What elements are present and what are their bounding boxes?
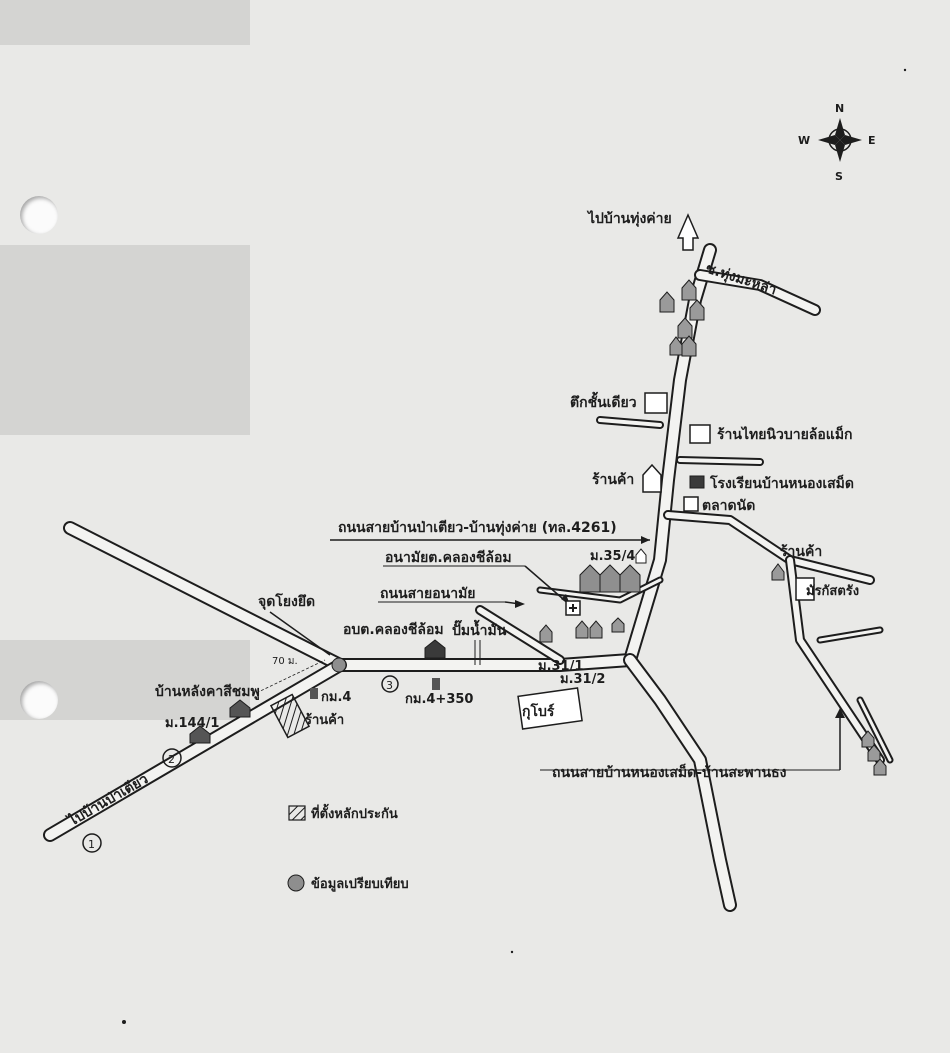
label-ran-kha-2: ร้านค้า xyxy=(780,544,822,560)
houses-east-icon xyxy=(861,730,887,776)
compass-s: S xyxy=(835,170,843,183)
shop-2-icon xyxy=(771,563,785,581)
ghost-strip-middle xyxy=(0,245,250,435)
legend-comparable-swatch xyxy=(287,874,305,892)
circle-3-text: 3 xyxy=(386,679,393,692)
label-to-thung-kha: ไปบ้านทุ่งค่าย xyxy=(586,209,672,227)
house-144-icon xyxy=(189,725,211,744)
legend-collateral-label: ที่ตั้งหลักประกัน xyxy=(311,803,398,822)
market-box xyxy=(683,496,699,512)
health-center-icon xyxy=(565,600,581,616)
label-pump: ปั๊มน้ำมัน xyxy=(452,619,507,639)
label-m-144-1: ม.144/1 xyxy=(165,716,219,731)
circle-2-text: 2 xyxy=(168,753,175,766)
label-dist-70: 70 ม. xyxy=(272,656,298,667)
houses-m35-icon xyxy=(579,548,647,593)
house-pink-icon xyxy=(229,699,251,718)
label-road-4261: ถนนสายบ้านป่าเตียว-บ้านทุ่งค่าย (ทล.4261… xyxy=(338,520,617,536)
collateral-plot xyxy=(269,693,311,739)
label-m-31-1: ม.31/1 xyxy=(538,659,583,674)
label-ban-lang: บ้านหลังคาสีชมพู xyxy=(155,684,260,700)
label-masjid: มัรกัสตรัง xyxy=(806,584,859,599)
mosque-box xyxy=(795,577,815,601)
compass-w: W xyxy=(798,134,810,147)
circle-1-text: 1 xyxy=(88,838,95,851)
marker-1-icon xyxy=(82,833,102,853)
legend-comparable-label: ข้อมูลเปรียบเทียบ xyxy=(311,876,409,892)
house-cluster-icon xyxy=(659,279,705,357)
label-ran-thai-niw: ร้านไทยนิวบายล้อแม็ก xyxy=(717,425,853,443)
punch-hole-bottom xyxy=(20,681,58,719)
compass-icon xyxy=(818,118,862,162)
label-kubo: กุโบร์ xyxy=(522,702,555,720)
km4-post-icon xyxy=(310,688,318,699)
reference-point-marker xyxy=(331,657,347,673)
label-road-ban-nong: ถนนสายบ้านหนองเสม็ด-บ้านสะพานธง xyxy=(552,763,787,781)
compass-n: N xyxy=(835,102,844,115)
arrow-jud-yong-yot xyxy=(269,611,331,656)
building-thai-niw xyxy=(689,424,711,444)
label-road-anamai: ถนนสายอนามัย xyxy=(380,586,476,602)
houses-m31-icon xyxy=(539,617,625,643)
label-ran-kha-3: ร้านค้า xyxy=(305,712,344,728)
building-tuk-chan-diao xyxy=(644,392,668,414)
label-tuk-chan-diao: ตึกชั้นเดียว xyxy=(570,391,637,411)
label-km-4: กม.4 xyxy=(321,690,351,705)
label-m-31-2: ม.31/2 xyxy=(560,672,605,687)
punch-hole-top xyxy=(20,196,58,234)
compass-e: E xyxy=(868,134,876,147)
label-talad-nat: ตลาดนัด xyxy=(702,498,755,514)
label-km-4-350: กม.4+350 xyxy=(405,692,473,707)
label-obt: อบต.คลองชีล้อม xyxy=(343,622,444,638)
arrow-up-icon xyxy=(676,213,700,251)
shop-icon xyxy=(642,463,662,493)
school-icon xyxy=(689,475,705,489)
label-jud-yong-yot: จุดโยงยึด xyxy=(258,592,315,610)
label-anamai: อนามัยต.คลองชีล้อม xyxy=(385,550,512,566)
label-to-pa-tiao: ไปบ้านป่าเตียว xyxy=(63,769,151,830)
obt-building-icon xyxy=(424,639,446,659)
label-ran-kha-1: ร้านค้า xyxy=(592,472,634,488)
label-rongrian: โรงเรียนบ้านหนองเสม็ด xyxy=(709,474,854,492)
km-post-icon xyxy=(432,678,440,690)
roads xyxy=(43,243,894,912)
road-ban-nong xyxy=(623,653,737,912)
legend-collateral-swatch xyxy=(288,805,306,821)
marker-3-icon xyxy=(381,675,399,693)
ghost-strip-top xyxy=(0,0,250,45)
marker-2-icon xyxy=(162,748,182,768)
cemetery-box xyxy=(517,687,583,730)
label-m-35-4: ม.35/4 xyxy=(590,549,635,564)
